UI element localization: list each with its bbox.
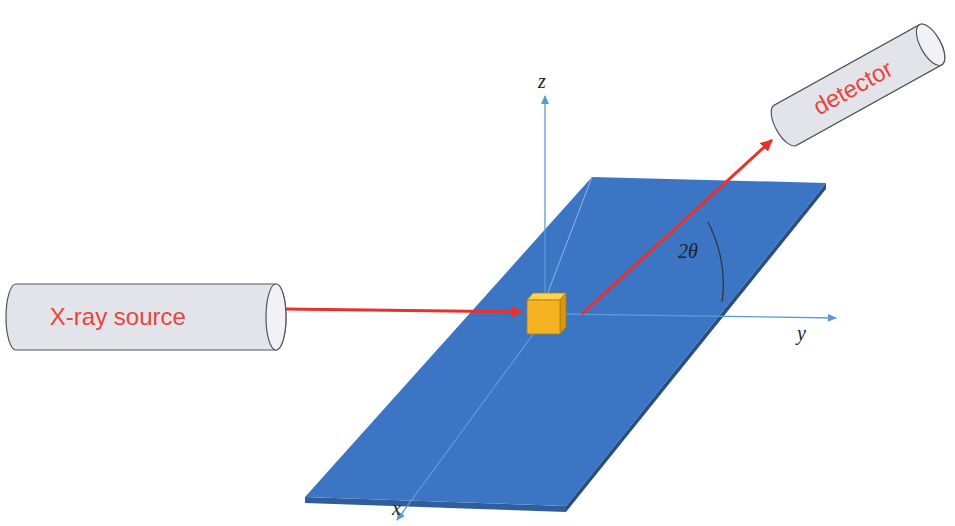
z-axis (544, 96, 545, 300)
diffracted-beam (582, 140, 772, 314)
sample-stage (305, 177, 826, 506)
sample-cube-side (560, 293, 566, 334)
angle-label: 2θ (678, 240, 698, 263)
xray-source: X-ray source (5, 283, 287, 351)
axis-label: x (392, 497, 401, 520)
incident-beam (285, 309, 522, 312)
y-axis (560, 314, 836, 318)
x-axis-behind (545, 177, 592, 300)
detector: detector (764, 18, 952, 151)
angle-arc (708, 222, 723, 302)
axis-label: y (797, 322, 806, 345)
sample-cube (527, 300, 560, 334)
x-axis (397, 318, 545, 520)
axis-label: z (538, 70, 546, 93)
sample-cube-top (527, 293, 566, 300)
device-label: X-ray source (50, 303, 186, 331)
